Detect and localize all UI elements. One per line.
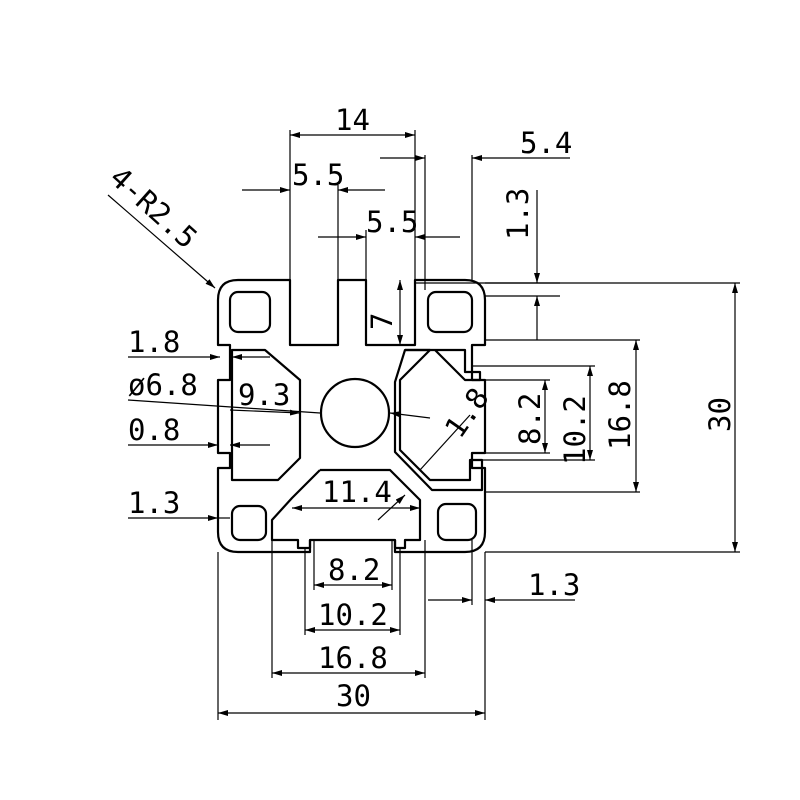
pocket-bottom-left xyxy=(230,504,268,542)
label-web: 1.8 xyxy=(438,382,496,444)
label-slot-outer-bottom: 16.8 xyxy=(318,641,388,675)
label-slot-outer-right: 16.8 xyxy=(603,380,637,450)
dimension-lines xyxy=(107,130,740,720)
label-width-total: 30 xyxy=(336,679,371,713)
label-corner-wall: 1.3 xyxy=(128,486,180,520)
label-inner-width: 11.4 xyxy=(322,475,392,509)
label-groove-wall: 0.8 xyxy=(128,413,180,447)
label-bottom-wall: 1.3 xyxy=(528,568,580,602)
label-radius: 4-R2.5 xyxy=(103,160,204,255)
label-lip-thickness: 1.8 xyxy=(128,325,180,359)
center-bore xyxy=(319,377,391,449)
label-slot-open-right: 8.2 xyxy=(513,393,547,445)
label-slot-left: 5.5 xyxy=(292,158,344,192)
pocket-top-right xyxy=(426,290,474,334)
profile-outline xyxy=(216,278,487,554)
label-inner-half: 9.3 xyxy=(238,378,290,412)
label-slot-depth: 7 xyxy=(365,313,399,330)
label-right-offset: 5.4 xyxy=(520,126,572,160)
label-bore: ø6.8 xyxy=(128,368,198,402)
label-top-wall: 1.3 xyxy=(501,188,535,240)
label-slot-open-bottom: 8.2 xyxy=(328,553,380,587)
label-height-total: 30 xyxy=(703,397,737,432)
label-slot-inner-bottom: 10.2 xyxy=(318,598,388,632)
label-slot-mid: 5.5 xyxy=(366,205,418,239)
corner-pockets xyxy=(228,290,478,542)
label-top-width: 14 xyxy=(335,103,370,137)
pocket-bottom-right xyxy=(436,502,478,542)
label-slot-inner-right: 10.2 xyxy=(558,395,592,465)
pocket-top-left xyxy=(228,290,272,334)
dimension-labels: 14 5.5 5.5 5.4 4-R2.5 1.3 7 1.8 ø6.8 9.3… xyxy=(103,103,737,713)
